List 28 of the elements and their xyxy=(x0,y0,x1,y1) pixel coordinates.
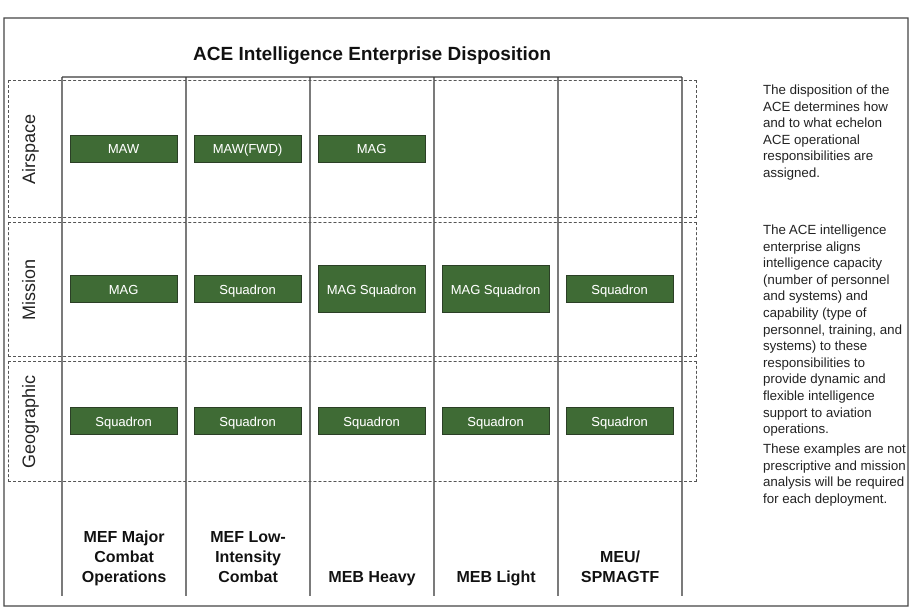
unit-box: Squadron xyxy=(442,407,550,435)
row-band xyxy=(8,222,697,357)
row-band xyxy=(8,361,697,482)
unit-box: Squadron xyxy=(566,407,674,435)
unit-box: Squadron xyxy=(566,275,674,303)
column-header: MEB Light xyxy=(455,568,537,588)
row-band xyxy=(8,80,697,218)
unit-box: MAW xyxy=(70,134,178,162)
note-text: The disposition of the ACE determines how and to what echelon ACE operational responsibilities are assigned. xyxy=(763,82,890,182)
unit-box: MAG xyxy=(318,134,426,162)
note-text: The ACE intelligence enterprise aligns intelligence capacity (number of personnel and systems) and capability (type of personnel, training, and systems) to these responsibilities to provide dynamic and flexible intelligence support to aviation operations. xyxy=(763,222,903,438)
row-label: Airspace xyxy=(19,112,40,186)
note-text: These examples are not prescriptive and mission analysis will be required for each deployment. xyxy=(763,441,907,508)
unit-box: Squadron xyxy=(70,407,178,435)
diagram-title: ACE Intelligence Enterprise Disposition xyxy=(192,44,552,66)
unit-box: MAG Squadron xyxy=(442,265,550,313)
unit-box: Squadron xyxy=(318,407,426,435)
unit-box: MAG Squadron xyxy=(318,265,426,313)
unit-box: Squadron xyxy=(194,275,302,303)
column-header: MEF Major Combat Operations xyxy=(80,528,168,588)
row-label: Geographic xyxy=(19,373,40,470)
column-header: MEU/ SPMAGTF xyxy=(580,548,660,588)
row-label: Mission xyxy=(19,258,40,322)
unit-box: Squadron xyxy=(194,407,302,435)
unit-box: MAW(FWD) xyxy=(194,134,302,162)
column-header: MEB Heavy xyxy=(327,568,417,588)
column-header: MEF Low-Intensity Combat xyxy=(209,528,287,588)
unit-box: MAG xyxy=(70,275,178,303)
